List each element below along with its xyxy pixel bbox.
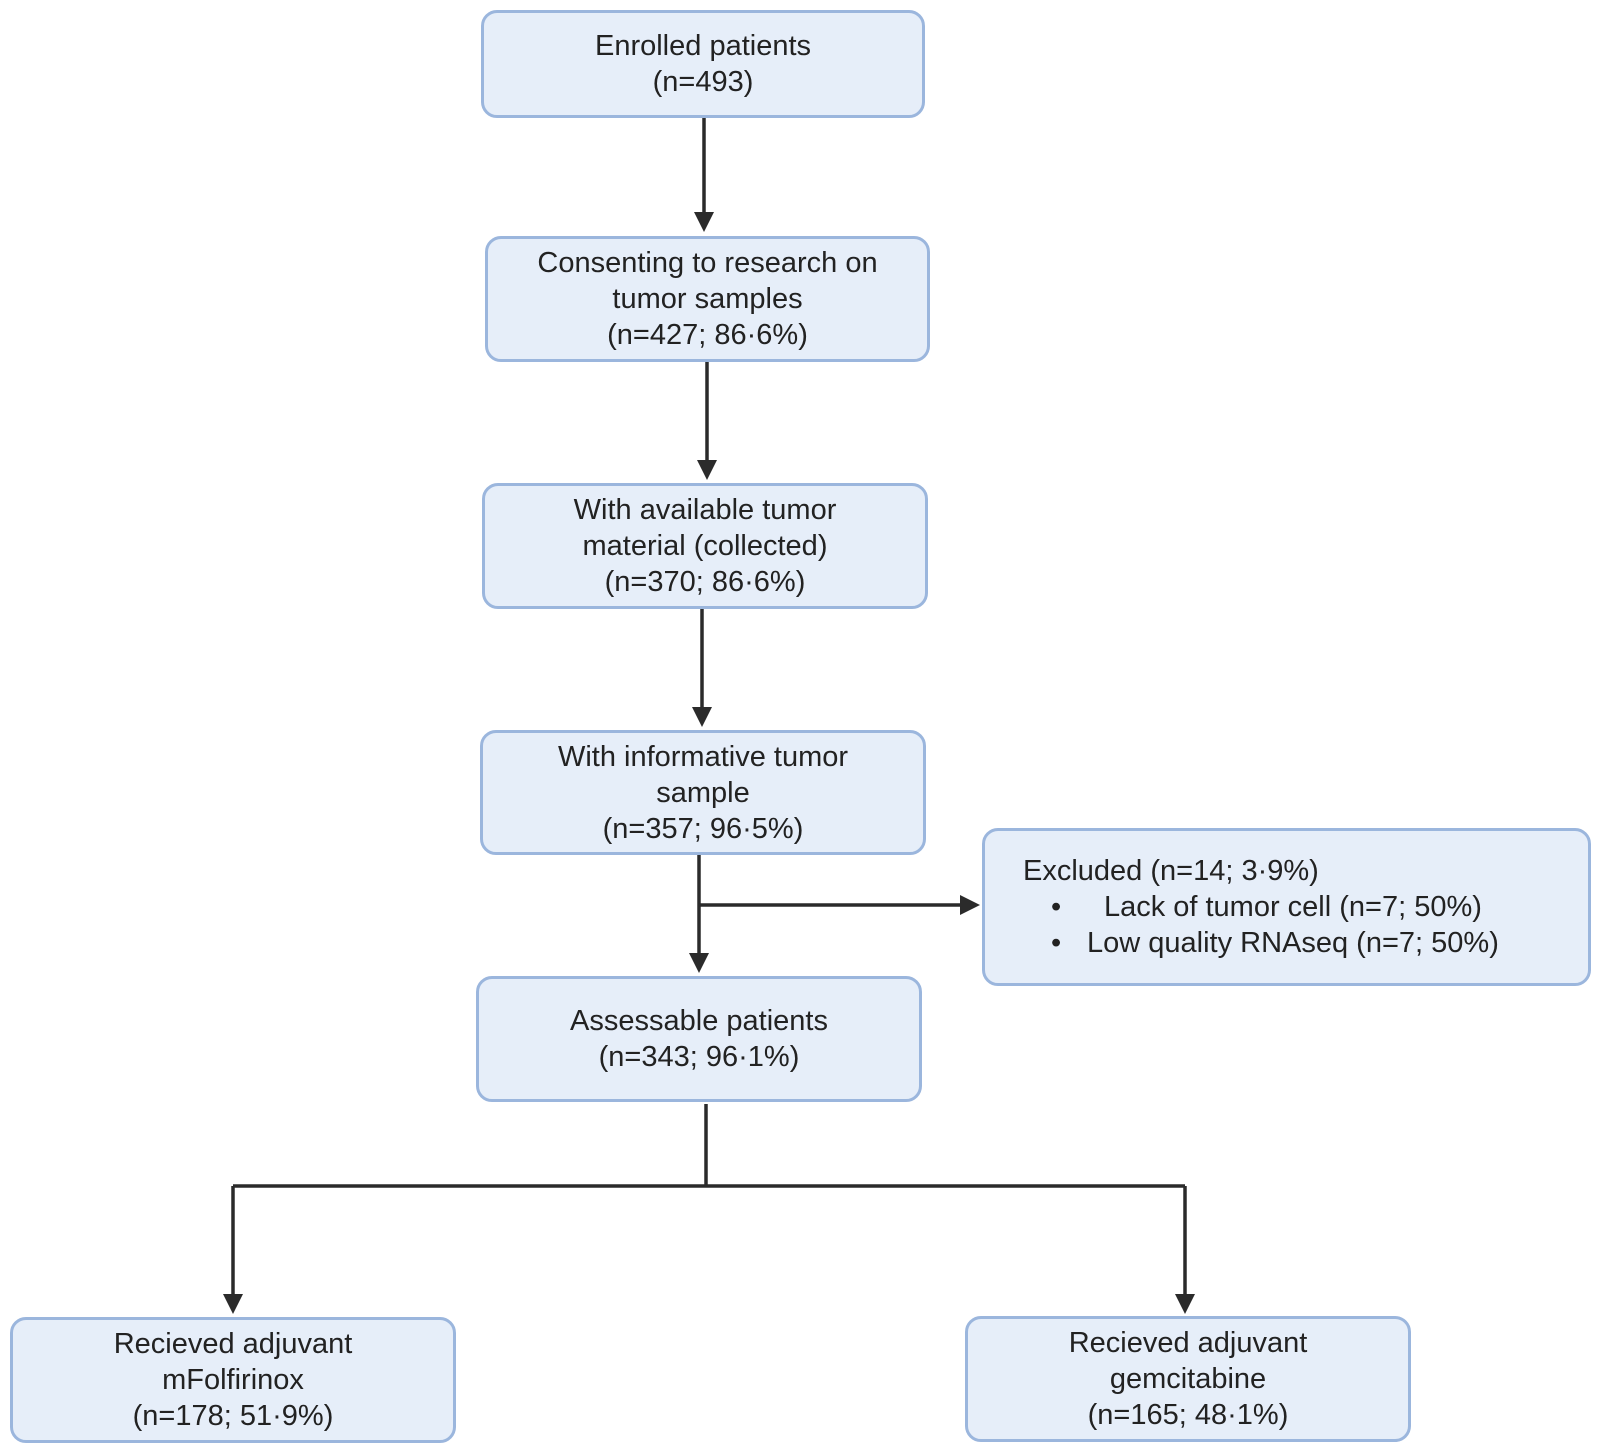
excluded-box: Excluded (n=14; 3·9%) • Lack of tumor ce…: [982, 828, 1591, 986]
gemcitabine-label-line2: gemcitabine: [1109, 1363, 1267, 1395]
informative-label-line1: With informative tumor: [557, 740, 849, 773]
mfolfirinox-box: Recieved adjuvant mFolfirinox (n=178; 51…: [10, 1317, 456, 1443]
consenting-label-line2: tumor samples: [612, 283, 803, 315]
arrowhead-excluded: [960, 895, 980, 915]
excluded-reason-text: Low quality RNAseq (n=7; 50%): [1087, 927, 1499, 959]
enrolled-label: Enrolled patients: [594, 30, 812, 62]
folfirinox-label-line1: Recieved adjuvant: [113, 1328, 353, 1360]
excluded-reason-text: Lack of tumor cell (n=7; 50%): [1103, 891, 1482, 923]
excluded-reason-item: • Low quality RNAseq (n=7; 50%): [1023, 925, 1499, 961]
gemcitabine-label-line1: Recieved adjuvant: [1068, 1327, 1308, 1359]
informative-count: (n=357; 96·5%): [602, 812, 804, 845]
arrowhead-consenting: [694, 212, 714, 232]
informative-label-line2: sample: [656, 776, 750, 809]
bullet-icon: •: [1051, 891, 1062, 923]
available-material-box: With available tumor material (collected…: [482, 483, 928, 609]
assessable-label: Assessable patients: [570, 1005, 828, 1037]
folfirinox-label-line2: mFolfirinox: [162, 1364, 304, 1396]
enrolled-count: (n=493): [652, 66, 754, 98]
available-label-line1: With available tumor: [573, 494, 837, 526]
arrowhead-available: [697, 460, 717, 480]
excluded-title: Excluded (n=14; 3·9%): [1023, 855, 1319, 887]
assessable-patients-box: Assessable patients (n=343; 96·1%): [476, 976, 922, 1102]
enrolled-patients-box: Enrolled patients (n=493): [481, 10, 925, 118]
excluded-reasons-list: • Lack of tumor cell (n=7; 50%) • Low qu…: [1023, 889, 1499, 961]
gemcitabine-box: Recieved adjuvant gemcitabine (n=165; 48…: [965, 1316, 1411, 1442]
gemcitabine-count: (n=165; 48·1%): [1087, 1399, 1289, 1431]
bullet-icon: •: [1051, 927, 1062, 959]
arrowhead-folfirinox: [223, 1294, 243, 1314]
consenting-count: (n=427; 86·6%): [607, 319, 808, 351]
arrowhead-gemcitabine: [1175, 1294, 1195, 1314]
arrowhead-assessable: [689, 953, 709, 973]
arrowhead-informative: [692, 707, 712, 727]
consenting-label-line1: Consenting to research on: [537, 247, 878, 279]
assessable-count: (n=343; 96·1%): [598, 1041, 800, 1073]
available-count: (n=370; 86·6%): [604, 566, 806, 598]
informative-sample-box: With informative tumor sample (n=357; 96…: [480, 730, 926, 855]
consenting-box: Consenting to research on tumor samples …: [485, 236, 930, 362]
available-label-line2: material (collected): [582, 530, 828, 562]
folfirinox-count: (n=178; 51·9%): [132, 1400, 334, 1432]
excluded-reason-item: • Lack of tumor cell (n=7; 50%): [1023, 889, 1499, 925]
